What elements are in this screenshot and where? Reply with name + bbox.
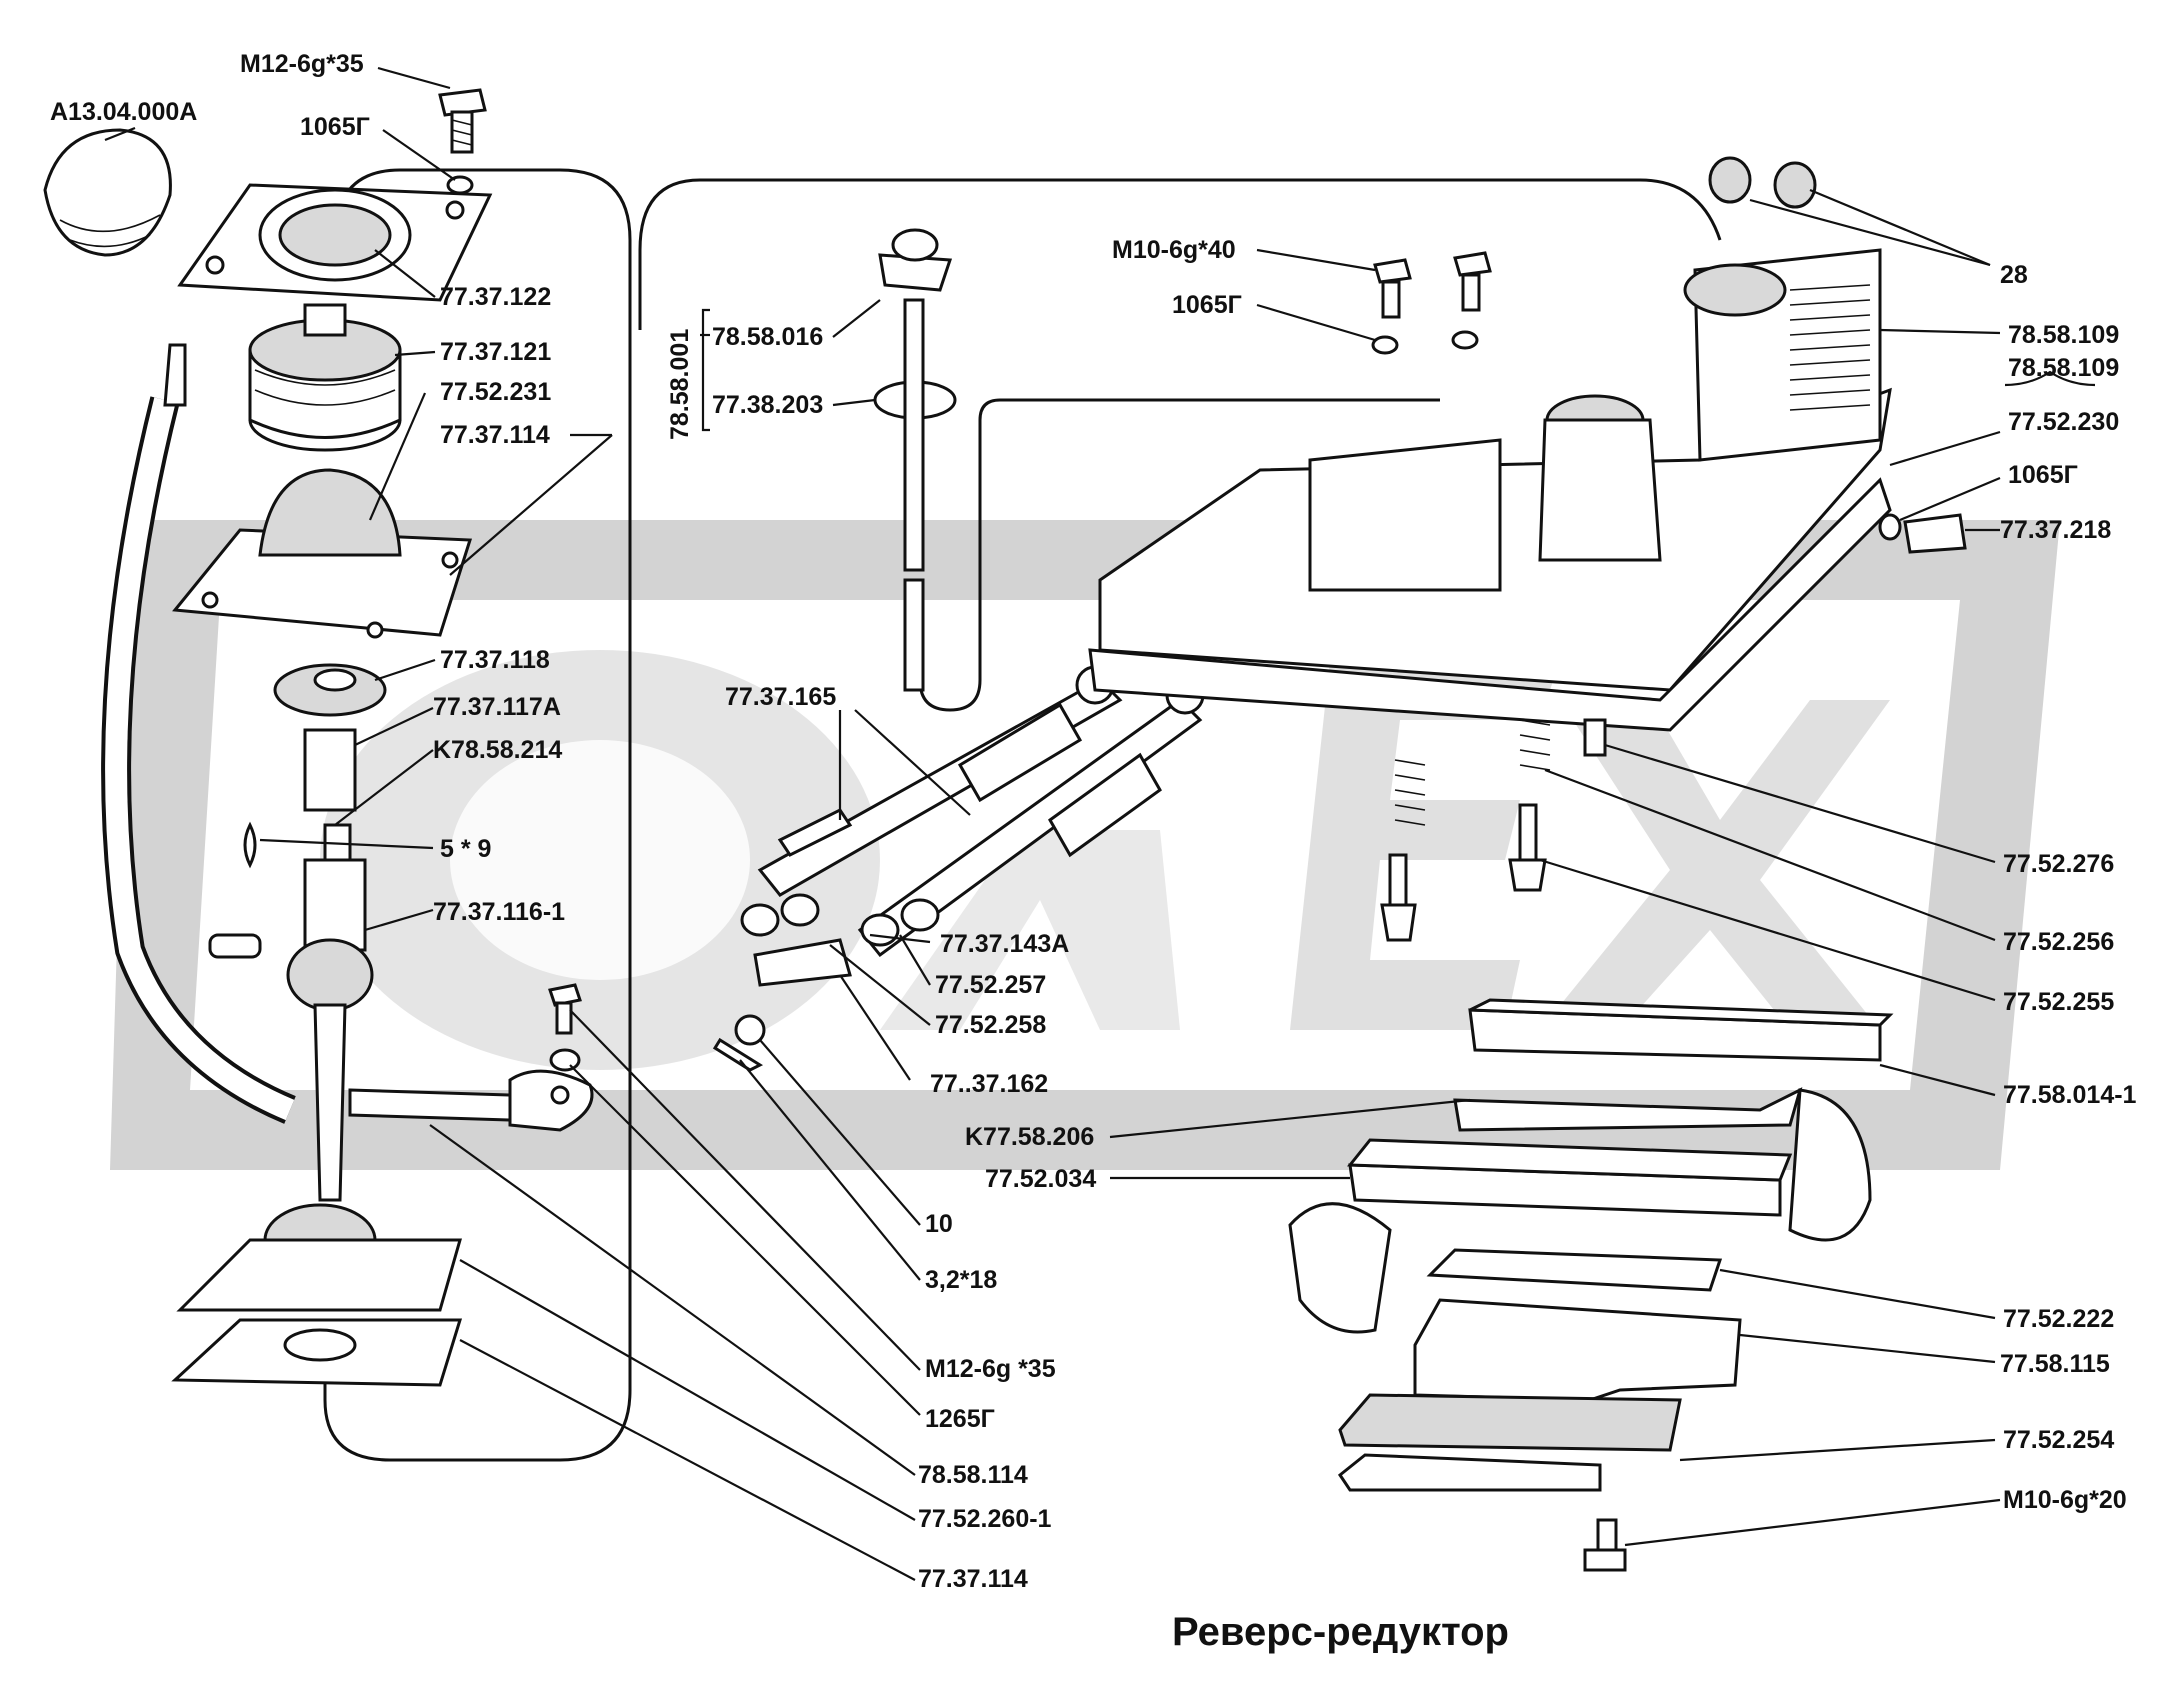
label-bolt-m12-bottom: M12-6g *35 <box>925 1355 1056 1383</box>
label-dipstick-ring: 77.38.203 <box>712 391 823 419</box>
label-washer-top: 1065Г <box>300 113 370 141</box>
detents-part <box>1380 718 1607 942</box>
bottom-bolt-part <box>1583 1518 1627 1572</box>
label-washer-side: 1065Г <box>2008 461 2078 489</box>
label-dipstick: 78.58.016 <box>712 323 823 351</box>
label-fork-rod-1: 77.52.257 <box>935 971 1046 999</box>
label-plate-114: 77.37.114 <box>918 1565 1028 1593</box>
lever-shaft-part <box>208 821 374 1202</box>
label-fork-rod-2: 77.52.258 <box>935 1011 1046 1039</box>
label-housing-group: 78.58.109 <box>2008 354 2119 382</box>
label-rod: 77.37.143A <box>940 930 1069 958</box>
part-labels: M12-6g*35 A13.04.000A 1065Г 77.37.122 77… <box>50 50 2137 1593</box>
label-plate-115: 77.58.115 <box>2000 1350 2110 1378</box>
bolt-part <box>438 88 487 195</box>
label-boot: 77.37.121 <box>440 338 551 366</box>
right-group-frame <box>638 178 1722 330</box>
label-housing: 78.58.109 <box>2008 321 2119 349</box>
label-spring-256: 77.52.256 <box>2003 928 2114 956</box>
label-plate-222: 77.52.222 <box>2003 1305 2114 1333</box>
label-lever-link: 77..37.162 <box>930 1070 1048 1098</box>
knob-part <box>43 128 172 257</box>
label-washer-1265: 1265Г <box>925 1405 995 1433</box>
spring-part <box>303 728 357 812</box>
label-spring: 77.37.117A <box>433 693 561 721</box>
label-pin: 77.37.165 <box>725 683 836 711</box>
group-bracket <box>701 308 710 432</box>
label-detent-255: 77.52.255 <box>2003 988 2114 1016</box>
label-gasket: 77.52.230 <box>2008 408 2119 436</box>
rod-part <box>348 1069 594 1132</box>
label-fork-014: 77.58.014-1 <box>2003 1081 2137 1109</box>
fork-assembly-part <box>1288 998 1894 1334</box>
label-plate-260: 77.52.260-1 <box>918 1505 1052 1533</box>
label-fork-206: K77.58.206 <box>965 1123 1094 1151</box>
group-brace <box>2004 370 2096 387</box>
label-lever-shaft: 77.37.116-1 <box>433 898 565 926</box>
bottom-plates-part <box>171 1238 463 1387</box>
label-rod-78-58-114: 78.58.114 <box>918 1461 1028 1489</box>
label-bolt-m10-top: M10-6g*40 <box>1112 236 1236 264</box>
label-pin-276: 77.52.276 <box>2003 850 2114 878</box>
label-side-plug: 77.37.218 <box>2000 516 2111 544</box>
plates-right-part <box>1337 1248 1742 1492</box>
label-cover-plate: 77.37.114 <box>440 421 550 449</box>
label-flange: 77.37.122 <box>440 283 551 311</box>
label-bolt-m12-top: M12-6g*35 <box>240 50 364 78</box>
label-washer-10: 10 <box>925 1210 953 1238</box>
label-bushing: K78.58.214 <box>433 736 562 764</box>
cover-part <box>172 468 473 639</box>
label-seal: 77.37.118 <box>440 646 550 674</box>
label-washer-housing: 1065Г <box>1172 291 1242 319</box>
boot-part <box>248 303 402 452</box>
label-bolt-m10-bottom: M10-6g*20 <box>2003 1486 2127 1514</box>
label-fork-034: 77.52.034 <box>985 1165 1096 1193</box>
leader-lines <box>104 66 2001 1581</box>
label-cover: 77.52.231 <box>440 378 551 406</box>
label-knob: A13.04.000A <box>50 98 197 126</box>
label-key: 5 * 9 <box>440 835 491 863</box>
housing-part <box>1088 156 1892 732</box>
label-dipstick-assembly: 78.58.001 <box>666 329 694 440</box>
small-bolt-part <box>548 983 582 1072</box>
label-plate-254: 77.52.254 <box>2003 1426 2114 1454</box>
label-plug: 28 <box>2000 261 2028 289</box>
top-flange-part <box>177 183 493 302</box>
label-cotter-pin: 3,2*18 <box>925 1266 997 1294</box>
housing-bolts-part <box>1371 251 1967 554</box>
diagram-title: Реверс-редуктор <box>1172 1610 1509 1654</box>
dipstick-part <box>873 228 957 692</box>
